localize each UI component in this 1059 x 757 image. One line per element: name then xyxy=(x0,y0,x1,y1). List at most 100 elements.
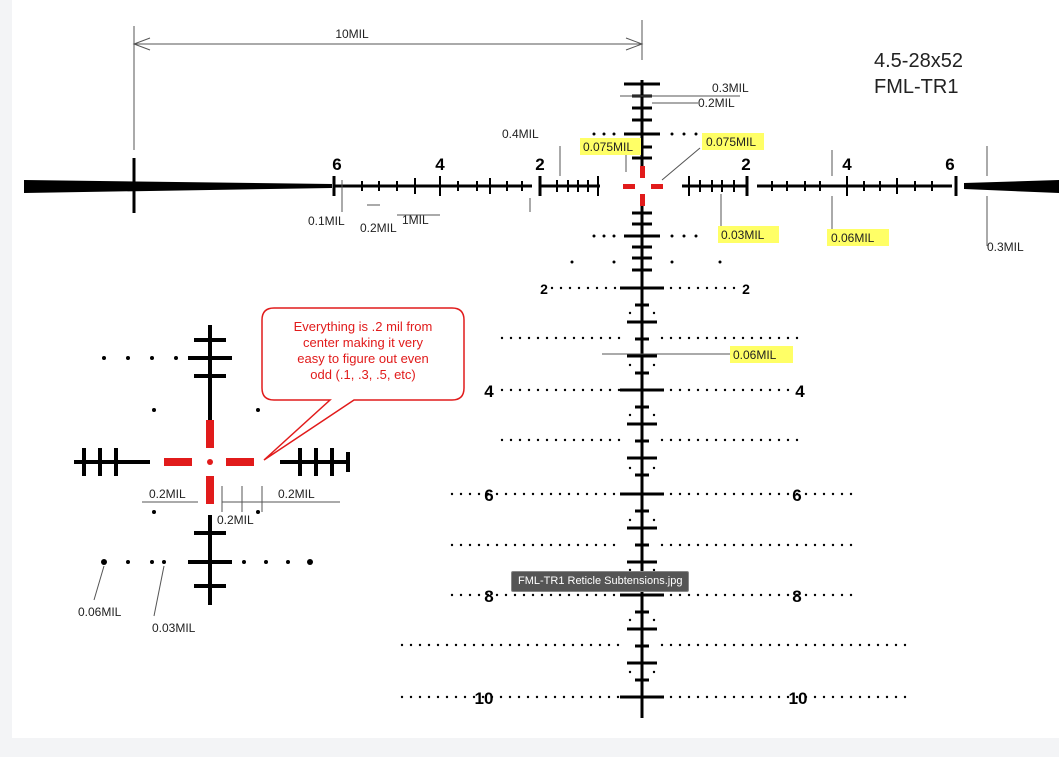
axis-dot xyxy=(652,670,656,674)
wind-dot xyxy=(768,438,772,442)
wind-dot xyxy=(567,492,571,496)
wind-dot xyxy=(669,492,673,496)
wind-dot xyxy=(617,336,621,340)
wind-dot xyxy=(768,593,772,597)
wind-dot xyxy=(759,492,763,496)
wind-dot xyxy=(795,695,799,699)
wind-dot xyxy=(517,695,521,699)
wind-dot xyxy=(549,593,553,597)
wind-dot xyxy=(660,438,664,442)
wind-dot xyxy=(472,695,476,699)
wind-dot xyxy=(741,492,745,496)
label-006mil: 0.06MIL xyxy=(831,231,875,245)
wind-dot xyxy=(714,593,718,597)
wind-dot xyxy=(705,643,709,647)
wind-dot xyxy=(723,286,727,290)
wind-dot xyxy=(531,543,535,547)
wind-dot xyxy=(714,388,718,392)
wind-dot xyxy=(768,543,772,547)
wind-dot xyxy=(687,336,691,340)
wind-dot xyxy=(678,286,682,290)
wind-dot xyxy=(436,695,440,699)
wind-dot xyxy=(759,695,763,699)
wind-dot xyxy=(750,388,754,392)
label-006mil-vert: 0.06MIL xyxy=(733,348,777,362)
axis-dot xyxy=(628,618,632,622)
wind-dot xyxy=(599,438,603,442)
wind-dot xyxy=(612,593,616,597)
wind-dot xyxy=(813,643,817,647)
wind-dot xyxy=(590,336,594,340)
wind-dot xyxy=(669,286,673,290)
wind-dot xyxy=(678,388,682,392)
axis-dot xyxy=(628,568,632,572)
wind-dot xyxy=(613,286,617,290)
wind-dot xyxy=(750,695,754,699)
wind-dot xyxy=(804,643,808,647)
wind-dot xyxy=(518,336,522,340)
wind-dot xyxy=(696,388,700,392)
axis-dot xyxy=(652,311,656,315)
wind-dot xyxy=(540,543,544,547)
wind-dot xyxy=(831,643,835,647)
wind-dot xyxy=(822,492,826,496)
wind-dot xyxy=(705,336,709,340)
wind-dot xyxy=(660,492,664,496)
wind-dot xyxy=(687,695,691,699)
wind-dot xyxy=(813,543,817,547)
label-0075-right: 0.075MIL xyxy=(706,135,756,149)
wind-dot xyxy=(463,695,467,699)
dim-lines-top xyxy=(341,95,988,355)
wind-dot xyxy=(545,438,549,442)
wind-dot xyxy=(777,593,781,597)
wind-dot xyxy=(554,336,558,340)
wind-dot xyxy=(450,543,454,547)
wind-dot xyxy=(459,492,463,496)
wind-dot xyxy=(535,695,539,699)
wind-dot xyxy=(795,593,799,597)
label-02mil-top: 0.2MIL xyxy=(698,96,735,110)
wind-dot xyxy=(544,643,548,647)
vnum-6-left: 6 xyxy=(484,486,493,505)
wind-dot xyxy=(603,593,607,597)
callout-line-1: Everything is .2 mil from xyxy=(294,319,433,334)
wind-dot xyxy=(594,492,598,496)
wind-dot xyxy=(840,593,844,597)
label-01mil: 0.1MIL xyxy=(308,214,345,228)
wind-dot xyxy=(508,695,512,699)
wind-dot xyxy=(768,336,772,340)
wind-dot xyxy=(508,643,512,647)
wind-dot xyxy=(454,695,458,699)
wind-dot xyxy=(445,695,449,699)
wind-dot xyxy=(486,543,490,547)
axis-dot xyxy=(652,618,656,622)
wind-dot xyxy=(531,492,535,496)
wind-dot xyxy=(750,643,754,647)
wind-dot xyxy=(409,695,413,699)
wind-dot xyxy=(696,543,700,547)
wind-dot xyxy=(750,543,754,547)
wind-dot xyxy=(527,438,531,442)
wind-dot xyxy=(714,695,718,699)
inset-label-02-left: 0.2MIL xyxy=(149,487,186,501)
wind-dot xyxy=(550,286,554,290)
wind-dot xyxy=(608,438,612,442)
wind-dot xyxy=(831,695,835,699)
wind-dot xyxy=(563,438,567,442)
wind-dot xyxy=(678,695,682,699)
wind-dot xyxy=(536,388,540,392)
center-red-cross xyxy=(623,166,663,206)
wind-dot xyxy=(732,593,736,597)
wind-dot xyxy=(759,388,763,392)
wind-dot xyxy=(705,695,709,699)
wind-dot xyxy=(504,593,508,597)
highlight-0075-right xyxy=(702,133,764,150)
hnum-left-2: 2 xyxy=(535,155,544,174)
wind-dot xyxy=(660,286,664,290)
wind-dot xyxy=(604,286,608,290)
wind-dot xyxy=(563,336,567,340)
wind-dot xyxy=(608,388,612,392)
wind-dot xyxy=(517,643,521,647)
wind-dot xyxy=(427,695,431,699)
wind-dot xyxy=(495,492,499,496)
